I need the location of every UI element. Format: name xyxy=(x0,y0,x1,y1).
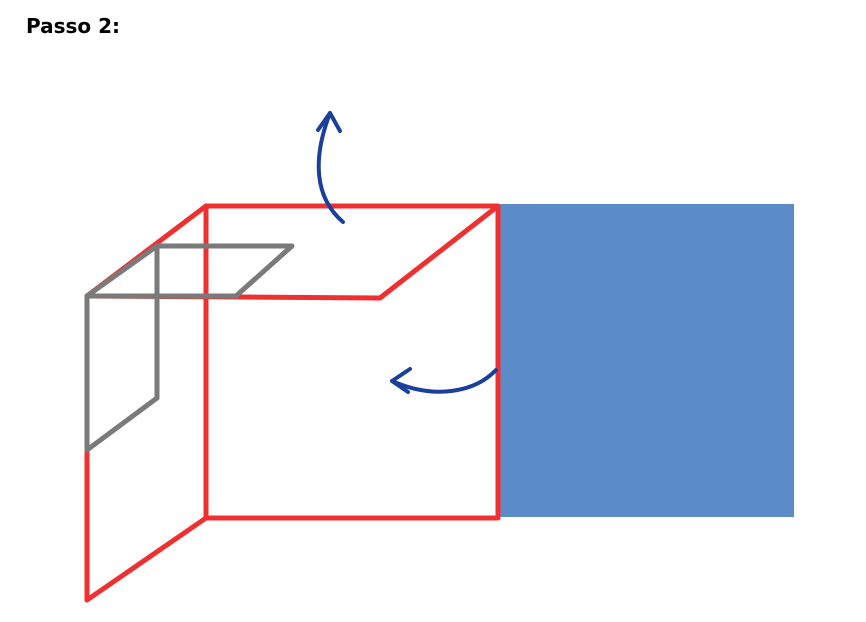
flap-top xyxy=(84,243,295,299)
top-right-edge xyxy=(377,203,501,301)
step-title: Passo 2: xyxy=(26,14,121,38)
blue-panel xyxy=(500,204,794,517)
flap-diagonal xyxy=(84,395,160,453)
front-face xyxy=(203,203,501,521)
bottom-left-edge xyxy=(84,515,209,603)
curved-arrow-up-icon xyxy=(316,111,345,224)
flap-outline xyxy=(84,243,295,453)
curved-arrow-left-icon xyxy=(390,367,498,394)
